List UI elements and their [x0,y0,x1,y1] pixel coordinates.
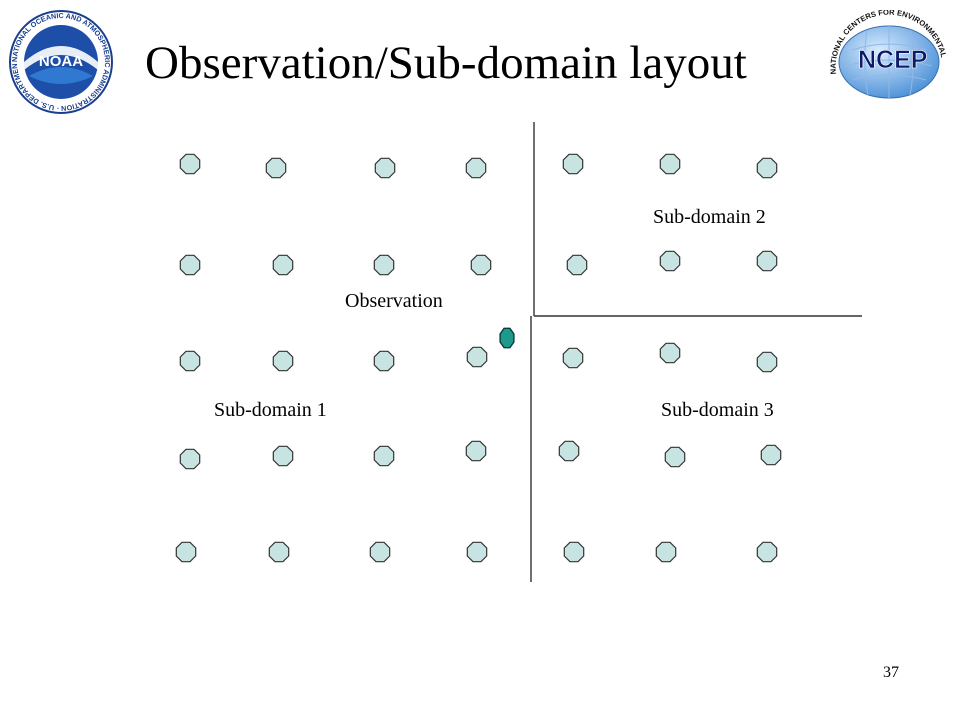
grid-points [175,153,782,563]
grid-point [179,448,201,470]
noaa-logo-text: NOAA [39,53,83,70]
grid-point [664,446,686,468]
grid-point [566,254,588,276]
grid-point [369,541,391,563]
grid-point [562,153,584,175]
observation-point [499,327,515,349]
grid-point [756,250,778,272]
grid-point [373,350,395,372]
grid-point [756,351,778,373]
grid-point [179,254,201,276]
grid-point [558,440,580,462]
grid-point [272,445,294,467]
grid-point [465,157,487,179]
observation-label: Observation [345,290,443,312]
page-number: 37 [883,664,899,681]
grid-point [265,157,287,179]
grid-point [659,153,681,175]
grid-point [373,445,395,467]
ncep-logo-text: NCEP [858,46,927,74]
grid-point [655,541,677,563]
grid-point [470,254,492,276]
slide-title: Observation/Sub-domain layout [145,37,747,89]
grid-point [465,440,487,462]
grid-point [659,342,681,364]
grid-point [175,541,197,563]
grid-point [179,350,201,372]
grid-point [268,541,290,563]
grid-point [373,254,395,276]
grid-point [374,157,396,179]
subdomain-1-label: Sub-domain 1 [214,399,327,421]
ncep-logo: NATIONAL CENTERS FOR ENVIRONMENTAL PREDI… [822,10,949,99]
subdomain-3-label: Sub-domain 3 [661,399,774,421]
grid-point [272,254,294,276]
subdomain-2-label: Sub-domain 2 [653,206,766,228]
grid-point [563,541,585,563]
grid-point [562,347,584,369]
grid-point [659,250,681,272]
grid-point [466,541,488,563]
grid-point [760,444,782,466]
grid-point [756,541,778,563]
noaa-logo: NATIONAL OCEANIC AND ATMOSPHERIC ADMINIS… [9,10,113,114]
grid-point [466,346,488,368]
grid-point [756,157,778,179]
grid-point [179,153,201,175]
grid-point [272,350,294,372]
